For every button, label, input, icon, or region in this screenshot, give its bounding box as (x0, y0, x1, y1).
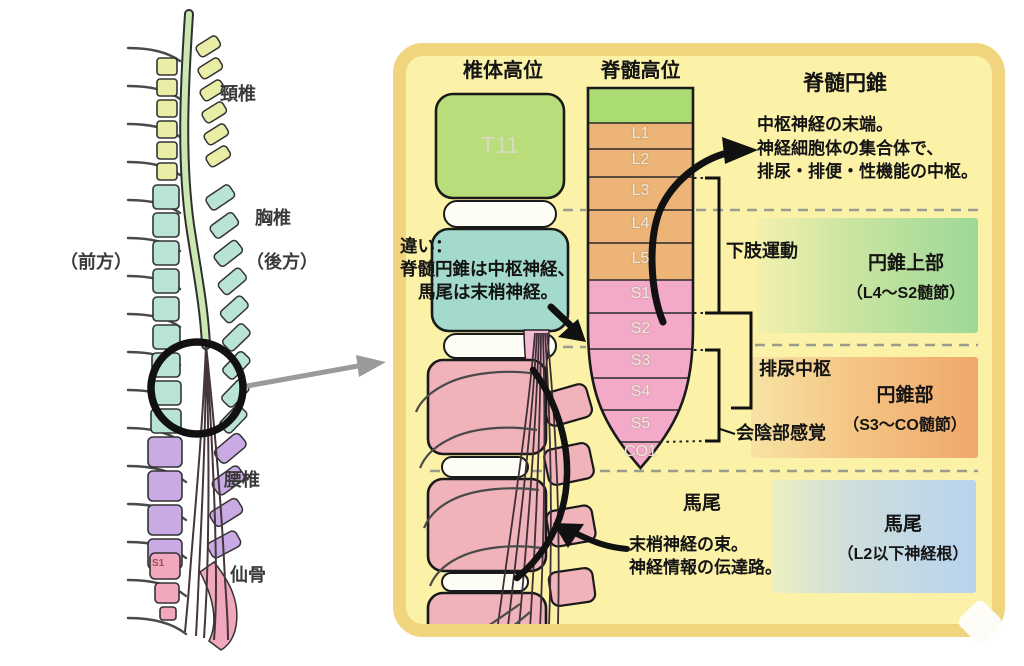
cauda-note-line1: 末梢神経の束。 (629, 535, 748, 554)
thoracic-label: 胸椎 (255, 208, 291, 228)
segment-label-s2: S2 (630, 320, 651, 337)
conus-part-range: （S3〜CO髄節） (843, 417, 967, 434)
segment-label-co1: CO1 (624, 443, 657, 460)
spinal-cord-outline (179, 9, 211, 350)
difference-line2: 脊髄円錐は中枢神経、 (400, 259, 575, 279)
segment-label-l3: L3 (631, 182, 650, 199)
cauda-title: 馬尾 (683, 493, 722, 514)
cauda-equina-fibers-left (184, 344, 229, 641)
segment-label-l2: L2 (631, 151, 650, 168)
posterior-label: （後方） (246, 252, 318, 272)
vertebral-bodies (147, 57, 183, 621)
difference-note: 違い： 脊髄円錐は中枢神経、 馬尾は末梢神経。 (400, 235, 575, 304)
conus-note-line1: 中枢神経の末端。 (757, 115, 893, 134)
segment-label-l1: L1 (631, 125, 650, 142)
conus-note: 中枢神経の末端。 神経細胞体の集合体で、 排尿・排便・性機能の中枢。 (757, 113, 978, 184)
left-spine-illustration (126, 9, 386, 651)
anterior-label: （前方） (60, 252, 132, 272)
urination-label: 排尿中枢 (759, 359, 831, 379)
segment-label-l5: L5 (631, 250, 650, 267)
cord-column-header: 脊髄高位 (600, 60, 681, 82)
cauda-equina-region-box: 馬尾 （L2以下神経根） (772, 480, 976, 593)
difference-line1: 違い： (400, 236, 453, 256)
zoom-pointer-arrow (246, 355, 386, 389)
sacrum-label: 仙骨 (230, 565, 266, 585)
s1-vertebra-label: S1 (152, 558, 165, 569)
lumbar-label: 腰椎 (224, 470, 260, 490)
segment-label-s5: S5 (630, 415, 651, 432)
cauda-note: 末梢神経の束。 神経情報の伝達路。 (629, 534, 782, 579)
cervical-label: 頸椎 (220, 84, 256, 104)
upper-conus-title: 円錐上部 (867, 253, 944, 274)
focus-circle (147, 338, 247, 438)
segment-label-l4: L4 (631, 215, 650, 232)
difference-line3: 馬尾は末梢神経。 (418, 282, 558, 302)
vertebral-column-header: 椎体高位 (463, 60, 543, 82)
t11-label: T11 (481, 132, 519, 158)
conus-part-region-box: 円錐部 （S3〜CO髄節） (751, 357, 978, 458)
spinal-cord-fill (181, 11, 209, 348)
upper-conus-region-box: 円錐上部 （L4〜S2髄節） (757, 218, 978, 333)
segment-label-s1: S1 (630, 285, 651, 302)
rib-lines (126, 46, 188, 636)
segment-label-s3: S3 (630, 352, 651, 369)
upper-conus-range: （L4〜S2髄節） (846, 285, 966, 302)
conus-part-title: 円錐部 (876, 385, 934, 406)
perineal-label: 会陰部感覚 (736, 423, 826, 443)
cauda-note-line2: 神経情報の伝達路。 (629, 557, 782, 577)
conus-title: 脊髄円錐 (803, 72, 887, 95)
conus-note-line2: 神経細胞体の集合体で、 (757, 138, 944, 158)
cauda-box-range: （L2以下神経根） (837, 546, 969, 563)
segment-label-s4: S4 (630, 383, 651, 400)
lower-limb-label: 下肢運動 (726, 241, 798, 261)
cauda-box-title: 馬尾 (883, 514, 922, 535)
conus-note-line3: 排尿・排便・性機能の中枢。 (757, 162, 978, 181)
spinous-processes (195, 35, 251, 651)
